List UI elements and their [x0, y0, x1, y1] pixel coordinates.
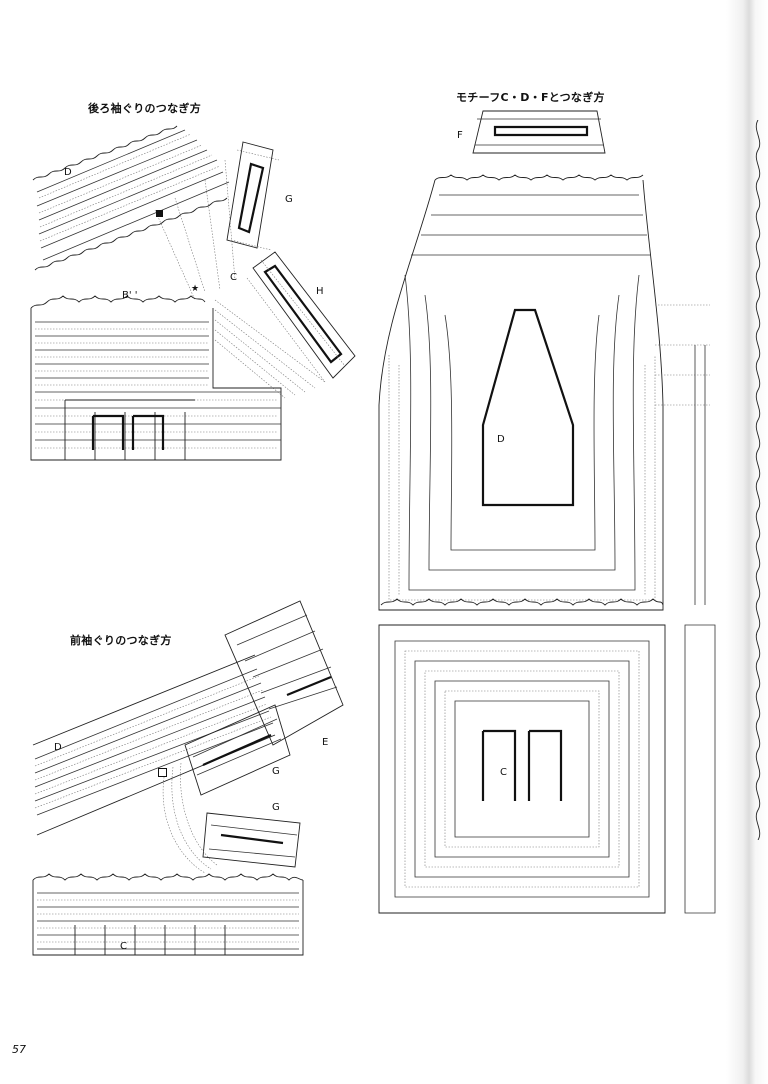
front-motif-d-band	[32, 654, 276, 836]
back-armhole-diagram	[30, 125, 356, 461]
label-motif-d: D	[497, 434, 505, 445]
heading-front-armhole: 前袖ぐりのつなぎ方	[70, 634, 172, 647]
front-motif-g-lower	[202, 812, 301, 868]
heading-motif-join: モチーフC・D・Fとつなぎ方	[456, 91, 605, 104]
book-gutter	[726, 0, 768, 1084]
back-connection-lines	[154, 159, 326, 399]
front-motif-c-panel	[32, 873, 304, 956]
front-armhole-diagram	[32, 600, 344, 956]
label-motif-c: C	[500, 767, 507, 778]
label-back-g: G	[285, 194, 293, 205]
back-motif-b-panel	[30, 295, 282, 461]
front-motif-e	[224, 600, 344, 746]
label-front-c: C	[120, 941, 127, 952]
back-motif-h	[246, 251, 356, 383]
filled-square-marker	[156, 210, 163, 217]
front-motif-g-upper	[184, 704, 291, 796]
open-square-marker	[158, 768, 167, 777]
back-motif-d-band	[32, 125, 230, 271]
label-front-d: D	[54, 742, 62, 753]
motif-c	[378, 624, 716, 914]
label-front-e: E	[322, 737, 329, 748]
label-front-g-upper: G	[272, 766, 280, 777]
label-back-b: B' '	[122, 290, 138, 301]
motif-d	[378, 174, 710, 611]
page-number: 57	[12, 1043, 26, 1056]
front-connection-lines	[162, 762, 218, 874]
star-marker: ★	[191, 284, 200, 294]
motif-cdf-diagram	[378, 110, 716, 914]
label-back-d: D	[64, 167, 72, 178]
label-back-h: H	[316, 286, 324, 297]
label-back-c: C	[230, 272, 237, 283]
label-motif-f: F	[457, 130, 463, 141]
heading-back-armhole: 後ろ袖ぐりのつなぎ方	[88, 102, 201, 115]
back-motif-g	[226, 141, 280, 251]
motif-f	[472, 110, 606, 154]
right-page-edge-pattern	[755, 120, 761, 840]
label-front-g-lower: G	[272, 802, 280, 813]
